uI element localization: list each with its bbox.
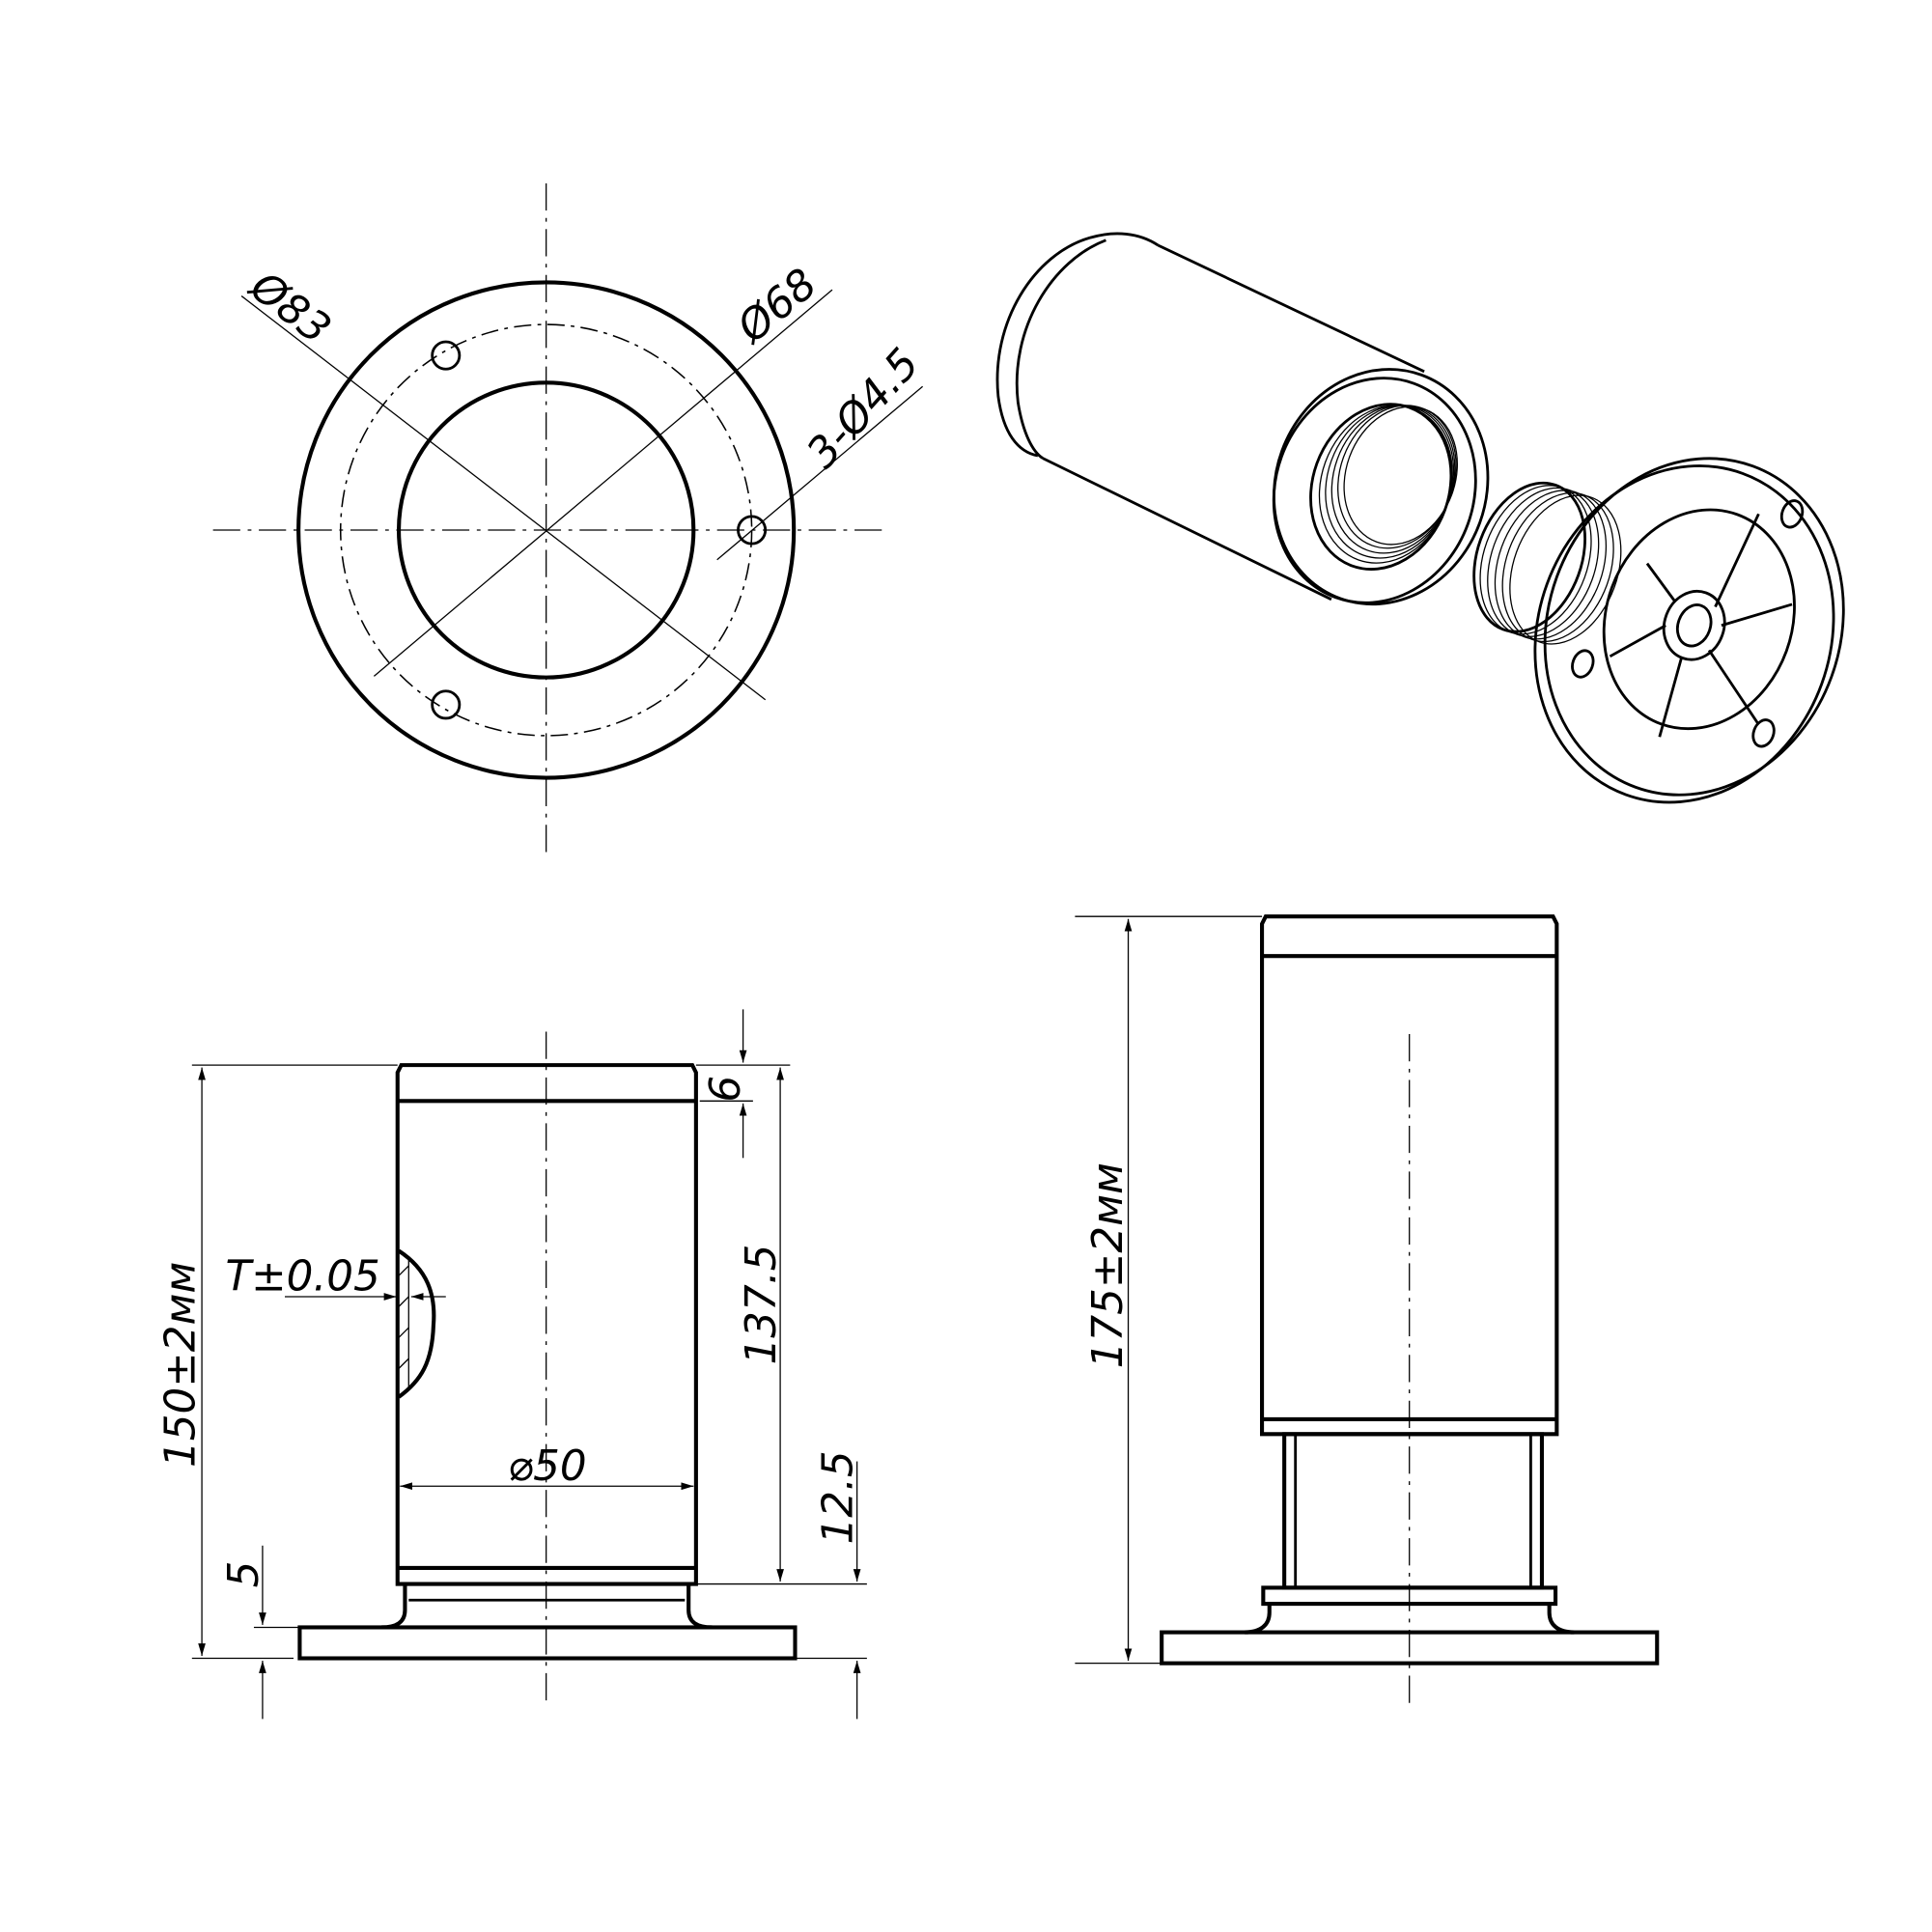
diameter-83-leader [240, 295, 767, 701]
mounting-flange [1533, 457, 1845, 804]
diameter-68-label: Ø68 [727, 260, 826, 353]
mount-hole [431, 340, 462, 371]
extension-stud [1282, 1432, 1545, 1590]
front-view: T±0.05 150±2мм 6 137.5 12.5 5 ⌀50 [156, 1009, 867, 1720]
tube-back-end [995, 236, 1091, 458]
tube-circle [396, 380, 696, 680]
diameter-68-leader [373, 289, 833, 677]
internal-thread [1309, 403, 1459, 571]
tube-back-rim [1015, 238, 1106, 460]
diameter-50-label: ⌀50 [508, 1442, 587, 1491]
tube-end-rim [1272, 377, 1477, 604]
flange-outer-circle [296, 280, 797, 780]
tube-back-top [1089, 232, 1160, 247]
height-150-label: 150±2мм [156, 1262, 205, 1468]
isometric-exploded-view [995, 232, 1845, 804]
holes-label: 3-Ø4.5 [798, 340, 930, 478]
base-plate [297, 1625, 798, 1661]
collar [1261, 1585, 1558, 1607]
mount-hole [737, 515, 768, 546]
top-view: Ø83 Ø68 3-Ø4.5 [212, 182, 930, 853]
wall-section [397, 1248, 436, 1399]
band-6-label: 6 [702, 1076, 750, 1103]
tube-body [1260, 914, 1559, 1437]
extended-view: 175±2мм [1075, 914, 1660, 1710]
flange-hole [1751, 718, 1776, 748]
diameter-83-label: Ø83 [239, 262, 339, 354]
wall-thickness-label: T±0.05 [225, 1253, 379, 1302]
flange-ribs [1609, 513, 1793, 738]
hole-leader [716, 385, 924, 561]
flange-hole [1571, 649, 1595, 679]
tube-top-edge [1157, 243, 1425, 374]
mount-hole [431, 689, 462, 720]
plate-5-label: 5 [220, 1561, 268, 1588]
height-175-label: 175±2мм [1084, 1162, 1133, 1368]
tube-end-face [1273, 368, 1490, 606]
section-hatch [398, 1265, 409, 1369]
base-12-label: 12.5 [814, 1450, 862, 1544]
threaded-stud [1472, 481, 1622, 645]
flange-hole [1779, 499, 1805, 529]
height-137-label: 137.5 [738, 1245, 786, 1365]
base-plate [1160, 1630, 1660, 1666]
tube-bottom-edge [1042, 457, 1332, 602]
